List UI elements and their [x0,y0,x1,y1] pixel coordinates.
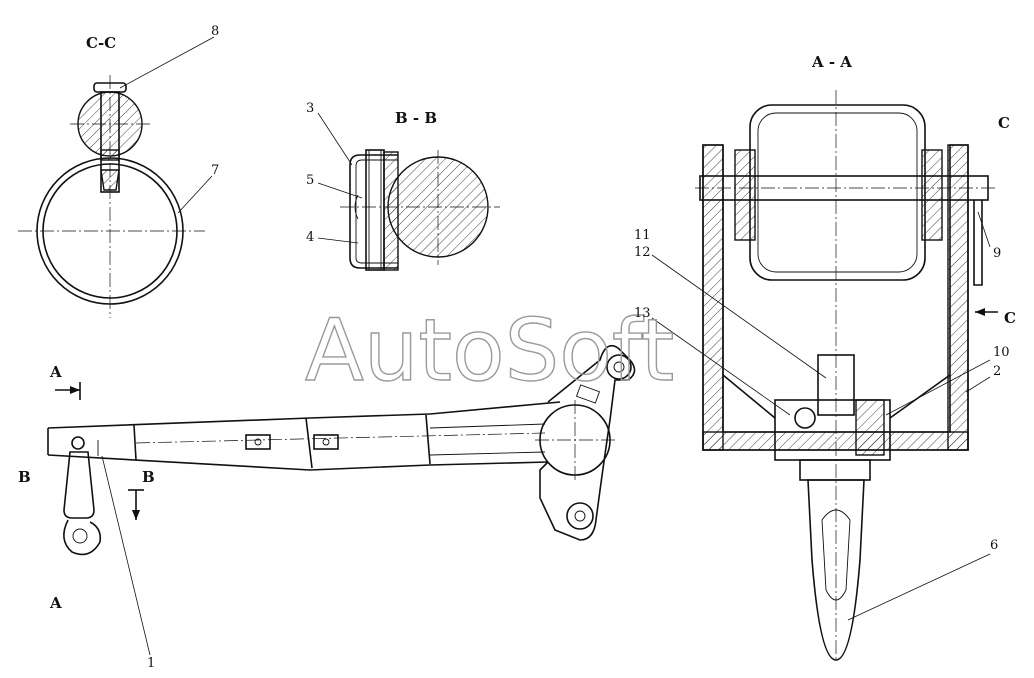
label-section-a-bottom: A [49,594,62,612]
callout-13: 13 [634,306,651,321]
hook-shank [63,451,95,519]
watermark-text: AutoSoft [305,301,674,401]
callout-8: 8 [211,24,219,39]
label-section-aa: A - A [811,53,852,71]
callout-3: 3 [306,101,314,116]
leader-lines [101,36,991,656]
callout-6: 6 [990,538,998,553]
bolt-plate [313,434,339,450]
callout-5: 5 [306,173,314,188]
label-section-cc: C-C [86,34,116,52]
label-section-b-left: B [18,468,31,486]
boom-assembly [47,344,636,556]
label-section-b-right: B [142,468,155,486]
callout-9: 9 [993,246,1001,261]
callout-2: 2 [993,364,1001,379]
callout-7: 7 [211,163,219,178]
callout-4: 4 [306,230,314,245]
hook [63,519,102,556]
callout-12: 12 [634,245,651,260]
label-section-bb: B - B [395,109,437,127]
ball-bearing [794,407,816,429]
section-bb-view [340,149,500,271]
bb-clamp [349,154,398,269]
section-aa-view [695,90,998,661]
callout-10: 10 [993,345,1010,360]
lower-eye [807,479,865,661]
section-cc-view [18,75,205,318]
label-view-c-top: C [998,114,1010,132]
label-view-c-arrow: C [1004,309,1016,327]
label-section-a-arrow: A [49,363,62,381]
swivel-bracket [539,344,636,541]
callout-1: 1 [147,656,155,671]
aa-drum [749,104,926,281]
callout-11: 11 [634,228,651,243]
cotter-pin [973,200,983,286]
bolt-plate [245,434,271,450]
